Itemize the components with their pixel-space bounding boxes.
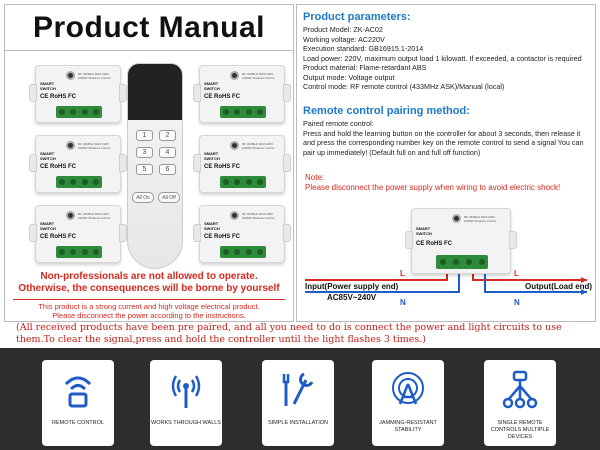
- parameter-line: Product material: Flame-retardant ABS: [303, 63, 427, 72]
- input-neutral-wire: [305, 266, 460, 293]
- feature-card: SINGLE REMOTE CONTROLS MULTIPLE DEVICES: [484, 360, 556, 446]
- feature-label: SINGLE REMOTE CONTROLS MULTIPLE DEVICES: [490, 420, 550, 440]
- caution-box: This product is a strong current and hig…: [13, 299, 285, 320]
- product-photo: SMART SWITCH RF 433MHz MAX:220V 1000W Wi…: [5, 55, 293, 270]
- output-label: Output(Load end): [525, 282, 593, 291]
- switch-module-image: SMART SWITCH RF 433MHz MAX:220V 1000W Wi…: [29, 65, 127, 123]
- feature-label: WORKS THROUGH WALLS: [151, 420, 221, 426]
- pairing-footnote: (All received products have been pre pai…: [16, 322, 562, 345]
- parameter-line: Working voltage: AC220V: [303, 34, 385, 44]
- feature-card: JAMMING-RESISTANT STABILITY: [372, 360, 444, 446]
- operator-warning: Non-professionals are not allowed to ope…: [18, 271, 280, 294]
- remote-signal-icon: [64, 376, 92, 408]
- parameters-heading: Product parameters:: [303, 11, 411, 23]
- remote-control-image: 1 2 3 4 5 6 All On All Off: [127, 63, 183, 269]
- remote-key: 6: [159, 164, 176, 175]
- wire-arrow-icon: [581, 277, 587, 283]
- remote-key: 3: [136, 147, 153, 158]
- feature-label: REMOTE CONTROL: [52, 420, 104, 426]
- wire-arrow-icon: [581, 289, 587, 295]
- output-neutral-label: N: [514, 298, 520, 307]
- remote-all-off-key: All Off: [158, 192, 180, 203]
- network-icon: [502, 370, 538, 409]
- switch-module-image: SMART SWITCH RF 433MHz MAX:220V 1000W Wi…: [29, 135, 127, 193]
- output-neutral-wire: [484, 266, 587, 293]
- remote-key: 4: [159, 147, 176, 158]
- parameter-line: Output mode: Voltage output: [303, 72, 395, 82]
- broadcast-tower-icon: [392, 372, 424, 405]
- page-title: Product Manual: [32, 10, 265, 44]
- manual-left-panel: Product Manual SMART SWITCH RF 433MHz MA…: [4, 4, 294, 322]
- manual-right-panel: Product parameters: Product Model: ZK-AC…: [296, 4, 596, 322]
- input-label: Input(Power supply end): [305, 282, 399, 291]
- input-voltage: AC85V~240V: [327, 293, 377, 302]
- feature-card: REMOTE CONTROL: [42, 360, 114, 446]
- output-live-label: L: [514, 269, 519, 278]
- remote-key: 2: [159, 130, 176, 141]
- switch-module-image: SMART SWITCH RF 433MHz MAX:220V 1000W Wi…: [29, 205, 127, 263]
- feature-label: SIMPLE INSTALLATION: [267, 420, 328, 426]
- pairing-instructions: Paired remote control: Press and hold th…: [303, 119, 584, 157]
- feature-label: JAMMING-RESISTANT STABILITY: [379, 420, 437, 433]
- parameter-line: Product Model: ZK-AC02: [303, 25, 383, 34]
- remote-key: 5: [136, 164, 153, 175]
- parameters-list: Product Model: ZK-AC02 Working voltage: …: [303, 25, 595, 92]
- remote-all-on-key: All On: [132, 192, 154, 203]
- remote-key: 1: [136, 130, 153, 141]
- wiring-diagram: SMART SWITCH RF 433MHz MAX:220V 1000W Wi…: [297, 200, 595, 320]
- feature-card: WORKS THROUGH WALLS: [150, 360, 222, 446]
- switch-module-diagram: SMART SWITCH RF 433MHz MAX:220V 1000W Wi…: [405, 208, 517, 274]
- switch-module-image: SMART SWITCH RF 433MHz MAX:220V 1000W Wi…: [193, 205, 291, 263]
- safety-note: Note: Please disconnect the power supply…: [305, 173, 561, 192]
- parameter-line: Execution standard: GB16915.1-2014: [303, 44, 424, 53]
- tools-icon: [282, 372, 314, 406]
- pairing-heading: Remote control pairing method:: [303, 105, 470, 117]
- parameter-line: Load power: 220V, maximum output load 1 …: [303, 53, 582, 63]
- switch-module-image: SMART SWITCH RF 433MHz MAX:220V 1000W Wi…: [193, 135, 291, 193]
- input-neutral-label: N: [400, 298, 406, 307]
- antenna-icon: [171, 375, 201, 408]
- input-live-label: L: [400, 269, 405, 278]
- learn-button-image: [66, 71, 75, 80]
- parameter-line: Control mode: RF remote control (433MHz …: [303, 82, 505, 91]
- title-box: Product Manual: [5, 5, 293, 51]
- switch-module-image: SMART SWITCH RF 433MHz MAX:220V 1000W Wi…: [193, 65, 291, 123]
- feature-card: SIMPLE INSTALLATION: [262, 360, 334, 446]
